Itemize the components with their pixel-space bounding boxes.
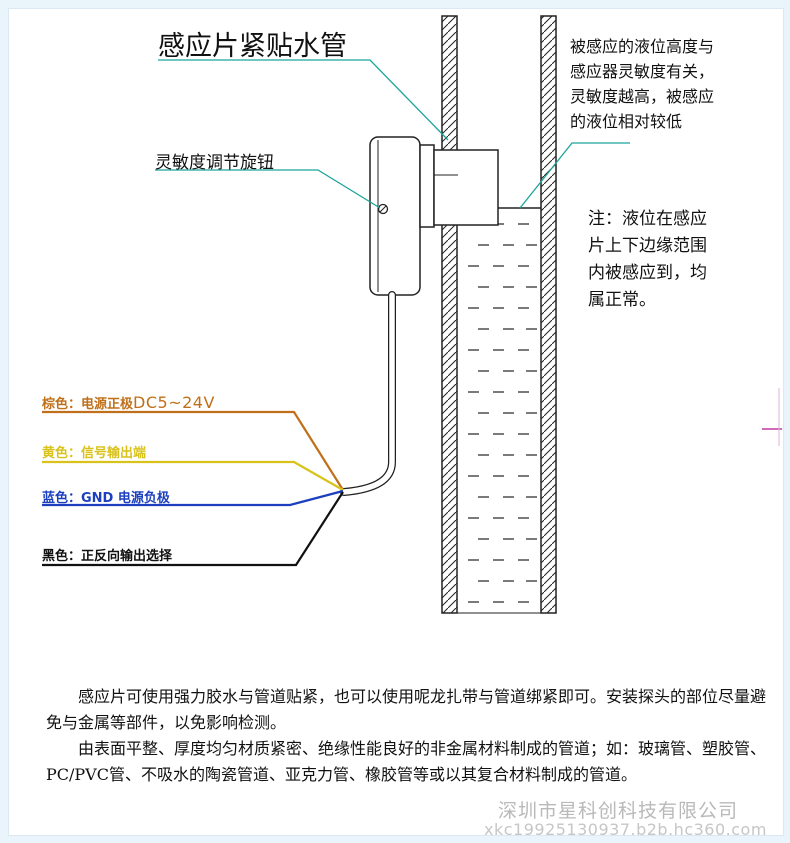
black-wire-label: 黑色：正反向输出选择 (42, 549, 173, 564)
range-note: 注：液位在感应 片上下边缘范围 内被感应到，均 属正常。 (588, 209, 707, 310)
yellow-wire (42, 460, 344, 491)
brown-wire-voltage: DC5~24V (133, 393, 215, 412)
description-paragraph-2: 由表面平整、厚度均匀材质紧密、绝缘性能良好的非金属材料制成的管道；如：玻璃管、塑… (46, 739, 767, 784)
sensor-cable (340, 291, 396, 496)
pipe-wall-right (540, 15, 557, 614)
diagram-title: 感应片紧贴水管 (158, 31, 347, 62)
wires (42, 410, 344, 567)
black-wire (42, 491, 344, 567)
liquid-column (457, 207, 541, 603)
brown-wire (42, 410, 344, 491)
sensor-neck (419, 144, 435, 228)
blue-wire (42, 489, 344, 507)
description: 感应片可使用强力胶水与管道贴紧，也可以使用呢龙扎带与管道绑紧即可。安装探头的部位… (46, 684, 781, 788)
url-watermark: xkc19925130937.b2b.hc360.com (484, 820, 767, 839)
level-leader (519, 142, 630, 209)
pipe-wall-left (441, 15, 458, 614)
brown-wire-text: 棕色：电源正极 (42, 397, 134, 412)
sensing-plate (433, 149, 499, 226)
sensor (340, 136, 499, 496)
yellow-wire-label: 黄色：信号输出端 (42, 446, 147, 461)
brown-wire-label: 棕色：电源正极DC5~24V (42, 393, 215, 412)
blue-wire-label: 蓝色：GND 电源负极 (42, 491, 170, 506)
knob-label: 灵敏度调节旋钮 (155, 153, 274, 173)
leader-lines (155, 59, 630, 209)
pipe (441, 15, 557, 614)
description-paragraph-1: 感应片可使用强力胶水与管道贴紧，也可以使用呢龙扎带与管道绑紧即可。安装探头的部位… (46, 687, 767, 732)
sensitivity-note: 被感应的液位高度与 感应器灵敏度有关， 灵敏度越高，被感应 的液位相对较低 (570, 37, 715, 131)
company-watermark: 深圳市星科创科技有限公司 (498, 800, 739, 822)
knob-leader (155, 169, 381, 209)
title-leader (158, 59, 449, 141)
